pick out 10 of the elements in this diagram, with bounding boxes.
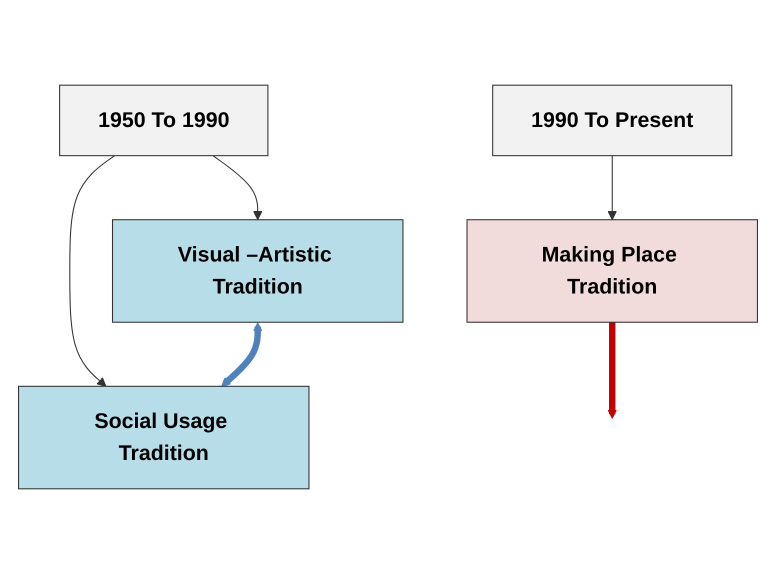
node-box: Making Place Tradition [466,219,758,323]
arrow [608,322,617,419]
arrow [69,155,115,387]
node-box: 1990 To Present [492,84,732,156]
node-box: Social Usage Tradition [18,386,310,490]
node-box: Visual –Artistic Tradition [112,219,404,323]
arrow [221,322,262,387]
arrow [608,156,617,220]
node-box: 1950 To 1990 [59,84,268,156]
arrow [212,155,262,220]
